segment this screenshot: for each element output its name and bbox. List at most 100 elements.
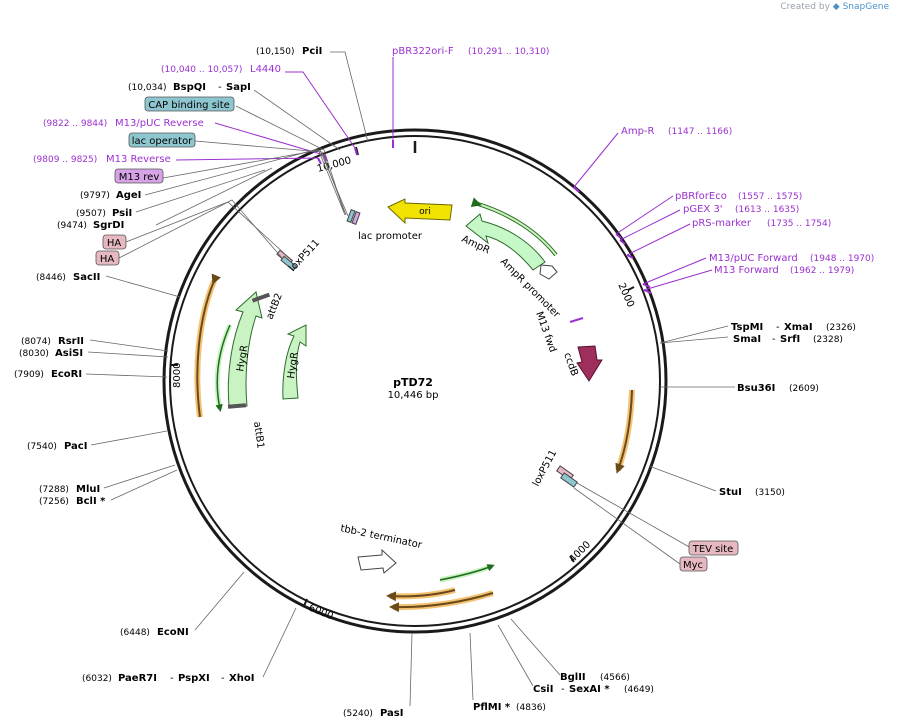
- plasmid-name: pTD72: [393, 376, 433, 389]
- ampr-feature[interactable]: [465, 213, 546, 271]
- attb2-feature[interactable]: [251, 292, 271, 303]
- leader-m13-rev: [175, 157, 319, 161]
- primer-range-m13-forward: (1962 .. 1979): [790, 266, 854, 276]
- primer-mark-m13puc-fwd: [642, 283, 651, 288]
- loxp511-top-label: loxP511: [287, 238, 322, 274]
- svg-text:6000: 6000: [307, 603, 335, 623]
- leader-pflmi: [469, 632, 474, 701]
- enzyme-pos-psii: (9507): [76, 209, 106, 219]
- leader-m13rev-box: [162, 149, 349, 217]
- primer-name-ampr: Amp-R: [621, 126, 655, 137]
- svg-text:8000: 8000: [172, 363, 183, 388]
- enzyme-name-paci: PacI: [64, 441, 87, 452]
- enzyme-pos-mlui: (7288): [39, 485, 69, 495]
- enzyme-pos-pcii: (10,150): [256, 47, 295, 57]
- primer-range-m13-rev: (9809 .. 9825): [33, 155, 97, 165]
- hygr-inner-label: HygR: [235, 344, 250, 372]
- enzyme-pos-rsrii: (8074): [21, 337, 51, 347]
- primer-name-pbrforeco: pBRforEco: [675, 191, 727, 202]
- primer-name-l4440: L4440: [250, 64, 281, 75]
- ampr-promoter-feature[interactable]: [539, 264, 558, 280]
- leader-pgex3: [619, 209, 681, 241]
- primer-range-ampr: (1147 .. 1166): [668, 127, 732, 137]
- enzyme-name2-bspqi: SapI: [226, 82, 251, 93]
- primer-mark-m13-fwd: [643, 289, 652, 294]
- hygr-outer-label: HygR: [286, 351, 301, 379]
- tbb2-feature[interactable]: [357, 548, 397, 574]
- leader-rsrii: [89, 339, 169, 352]
- enzyme-name-ecori: EcoRI: [51, 369, 82, 380]
- primer-mark-ampr: [573, 186, 580, 193]
- leader-paci: [90, 430, 168, 446]
- enzyme-pos-bspqi: (10,034): [128, 83, 167, 93]
- leader-bspqi: [253, 89, 341, 151]
- leader-econi: [194, 571, 245, 631]
- primer-name-m13puc-rev: M13/pUC Reverse: [115, 118, 204, 129]
- enzyme-sep-smai: -: [772, 334, 776, 345]
- box-ha-2: HA: [95, 250, 120, 266]
- tbb2-label: tbb-2 terminator: [339, 523, 423, 551]
- loxp511-top-feature[interactable]: [276, 249, 298, 272]
- plasmid-length: 10,446 bp: [388, 390, 439, 401]
- hygr-inner-feature[interactable]: [227, 291, 263, 407]
- enzyme-name-pflmi: PflMI *: [473, 702, 511, 713]
- svg-text:M13 rev: M13 rev: [119, 172, 160, 183]
- leader-ha1: [125, 201, 287, 256]
- primer-name-pgex3: pGEX 3': [683, 204, 723, 215]
- brand-prefix: Created by: [780, 2, 830, 12]
- orf-bottom-2-core: [389, 592, 494, 613]
- enzyme-name-bcli: BclI *: [76, 496, 106, 507]
- enzyme-pos-bglii: (4566): [600, 673, 630, 683]
- leader-smai: [659, 336, 729, 344]
- primer-range-m13puc-rev: (9822 .. 9844): [43, 119, 107, 129]
- enzyme-pos-stui: (3150): [755, 488, 785, 498]
- enzyme-pos-pflmi: (4836): [516, 703, 546, 713]
- enzyme-pos-sacii: (8446): [36, 273, 66, 283]
- primer-range-pbr322ori: (10,291 .. 10,310): [468, 47, 549, 57]
- enzyme-pos-paci: (7540): [27, 442, 57, 452]
- primer-range-pgex3: (1613 .. 1635): [735, 205, 799, 215]
- orf-right: [615, 389, 635, 472]
- ori-label: ori: [419, 207, 431, 217]
- svg-text:lac operator: lac operator: [132, 136, 193, 147]
- ccdb-feature[interactable]: [576, 345, 603, 382]
- enzyme-name-pcii: PciI: [302, 46, 322, 57]
- enzyme-sep1-paer7i: -: [170, 673, 174, 684]
- primer-range-m13puc-fwd: (1948 .. 1970): [810, 254, 874, 264]
- orf-bottom-green-core: [439, 564, 495, 581]
- hygr-outer-feature[interactable]: [282, 324, 307, 400]
- leader-prs: [626, 223, 691, 256]
- primer-mark-m13-rev: [317, 157, 322, 165]
- leader-sacii: [105, 275, 181, 298]
- primer-mark-pgex3: [619, 239, 626, 245]
- primer-mark-l4440: [354, 147, 358, 156]
- primer-range-pbrforeco: (1557 .. 1575): [738, 192, 802, 202]
- svg-text:HA: HA: [100, 254, 115, 265]
- enzyme-sep-bspqi: -: [218, 82, 222, 93]
- primer-mark-prs: [626, 254, 634, 259]
- box-myc: Myc: [679, 556, 708, 572]
- leader-m13puc-rev: [214, 122, 325, 156]
- leader-agei: [144, 148, 346, 216]
- box-lac-operator: lac operator: [128, 132, 196, 148]
- leader-mlui: [103, 464, 176, 489]
- brand-name: SnapGene: [842, 2, 889, 12]
- leader-tspmi: [659, 325, 729, 344]
- leader-pasi: [409, 632, 413, 707]
- box-ha-1: HA: [102, 234, 127, 250]
- enzyme-pos-agei: (9797): [80, 191, 110, 201]
- ori-feature[interactable]: [387, 198, 453, 225]
- enzyme-name-pasi: PasI: [380, 708, 403, 719]
- lac-promoter-feature[interactable]: [346, 209, 361, 225]
- enzyme-name-asisi: AsiSI: [55, 348, 83, 359]
- svg-text:TEV site: TEV site: [692, 544, 734, 555]
- loxp511-right-feature[interactable]: [556, 465, 578, 488]
- leader-m13-forward: [643, 269, 713, 291]
- attb1-feature[interactable]: [227, 403, 247, 409]
- enzyme-name-csii: CsiI: [533, 684, 553, 695]
- primer-range-prs: (1735 .. 1754): [767, 219, 831, 229]
- backbone-inner: [169, 135, 661, 627]
- enzyme-pos-smai: (2328): [813, 335, 843, 345]
- ampr-orf-fill: [470, 197, 557, 256]
